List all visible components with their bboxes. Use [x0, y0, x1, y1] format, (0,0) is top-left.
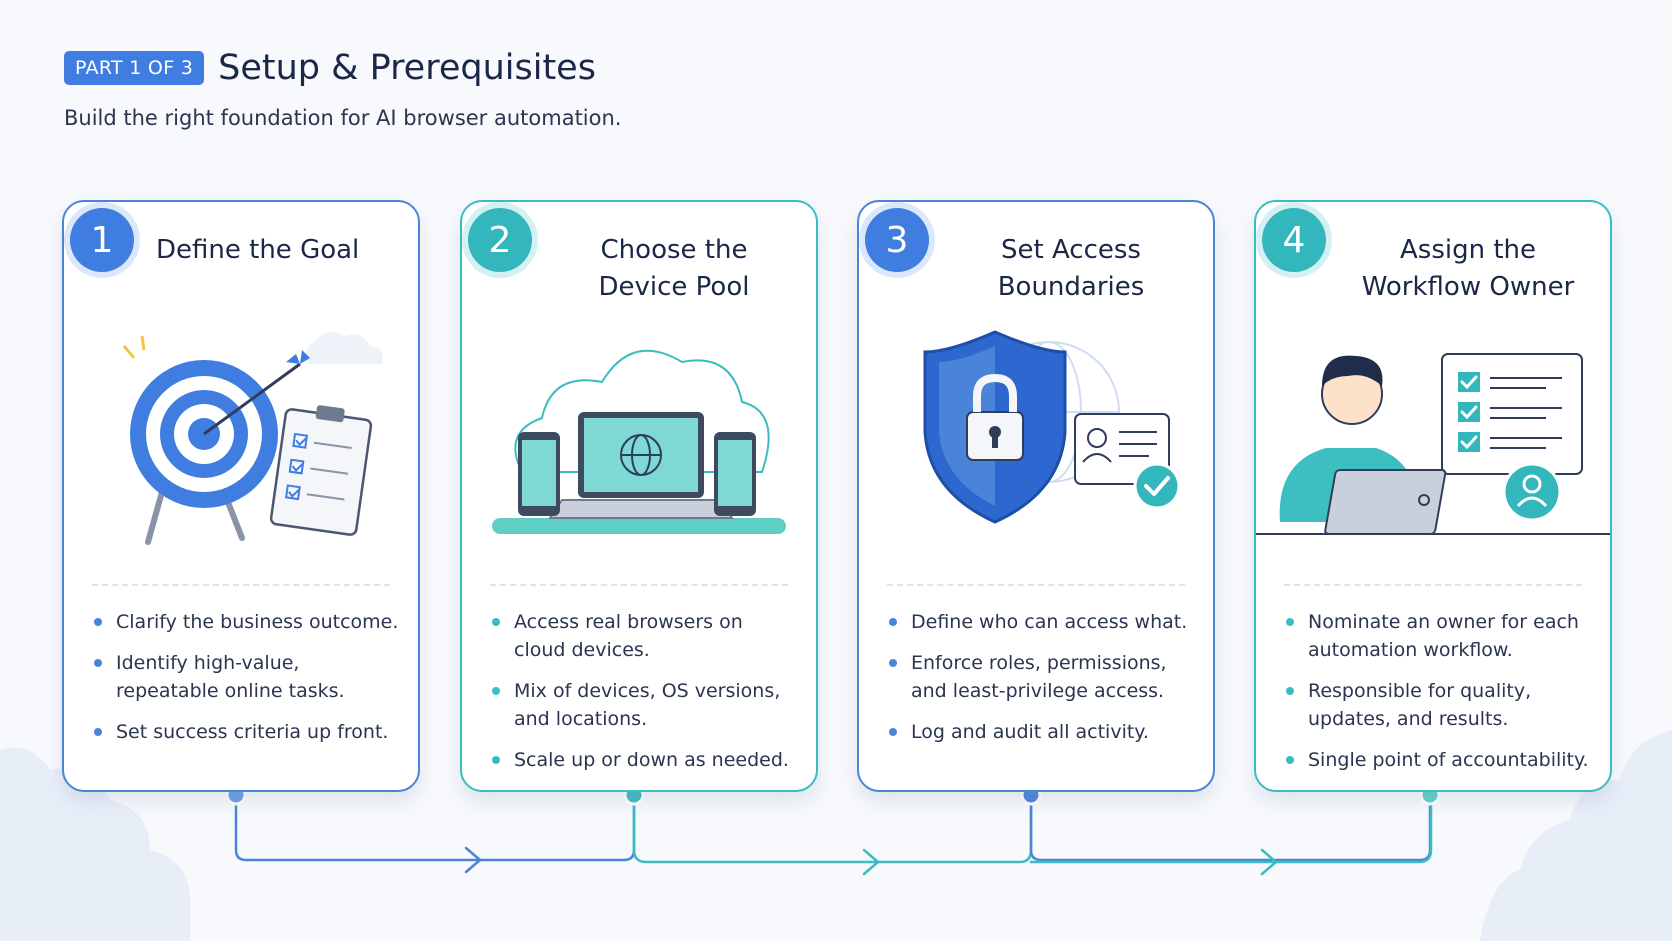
card-title-line-2: Device Pool [598, 272, 750, 302]
step-number-3: 3 [865, 208, 929, 272]
bullet-item: Define who can access what. [889, 608, 1195, 636]
card-title: Define the Goal [156, 232, 408, 269]
card-title-line-1: Define the Goal [156, 235, 360, 265]
page-title: Setup & Prerequisites [218, 48, 596, 88]
step-card-4: 4 Assign the Workflow Owner Nominate an … [1254, 200, 1612, 792]
bullet-item: Access real browsers on cloud devices. [492, 608, 798, 664]
card-divider [92, 584, 390, 586]
bullet-list: Clarify the business outcome. Identify h… [94, 608, 400, 759]
card-title-line-2: Boundaries [997, 272, 1145, 302]
card-title-line-1: Assign the [1399, 235, 1537, 265]
step-card-3: 3 Set Access Boundaries Define who can a… [857, 200, 1215, 792]
target-icon [122, 332, 383, 545]
card-title: Set Access Boundaries [939, 232, 1203, 306]
card-title-line-1: Choose the [600, 235, 748, 265]
card-title: Choose the Device Pool [542, 232, 806, 306]
bullet-item: Mix of devices, OS versions, and locatio… [492, 677, 798, 733]
bullet-item: Log and audit all activity. [889, 718, 1195, 746]
bullet-item: Set success criteria up front. [94, 718, 400, 746]
background-cloud-left [0, 747, 190, 941]
shield-lock-icon [923, 330, 1181, 524]
card-divider [887, 584, 1185, 586]
bullet-item: Enforce roles, permissions, and least-pr… [889, 649, 1195, 705]
part-badge: PART 1 OF 3 [64, 51, 205, 85]
bullet-list: Access real browsers on cloud devices. M… [492, 608, 798, 787]
step-number-4: 4 [1262, 208, 1326, 272]
bullet-item: Responsible for quality, updates, and re… [1286, 677, 1592, 733]
bullet-item: Single point of accountability. [1286, 746, 1592, 774]
bullet-list: Define who can access what. Enforce role… [889, 608, 1195, 759]
card-title-line-1: Set Access [1001, 235, 1141, 265]
card-divider [1284, 584, 1582, 586]
card-divider [490, 584, 788, 586]
bullet-item: Identify high-value, repeatable online t… [94, 649, 400, 705]
bullet-item: Nominate an owner for each automation wo… [1286, 608, 1592, 664]
step-card-2: 2 Choose the Device Pool Access real bro… [460, 200, 818, 792]
bullet-list: Nominate an owner for each automation wo… [1286, 608, 1592, 787]
devices-icon [492, 349, 786, 534]
page-header: PART 1 OF 3 Setup & Prerequisites [64, 48, 596, 88]
step-number-1: 1 [70, 208, 134, 272]
card-title-line-2: Workflow Owner [1361, 272, 1575, 302]
step-card-1: 1 Define the Goal Clarify the business o… [62, 200, 420, 792]
step-number-2: 2 [468, 208, 532, 272]
bullet-item: Scale up or down as needed. [492, 746, 798, 774]
page-subtitle: Build the right foundation for AI browse… [64, 106, 622, 130]
bullet-item: Clarify the business outcome. [94, 608, 400, 636]
background-cloud-right [1480, 730, 1672, 941]
card-title: Assign the Workflow Owner [1336, 232, 1600, 306]
owner-icon [1256, 353, 1610, 535]
